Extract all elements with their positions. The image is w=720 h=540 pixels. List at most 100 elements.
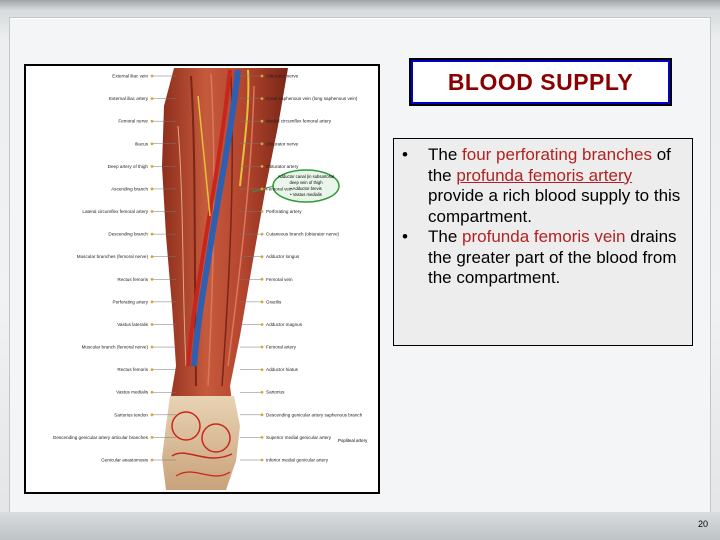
- label-marker: [150, 74, 154, 78]
- label-marker: [150, 300, 154, 304]
- figure-label-right: Descending genicular artery saphenous br…: [266, 412, 363, 417]
- bullet-2-part-1: The: [428, 227, 463, 246]
- bullet-1-highlight: four perforating branches: [462, 145, 652, 164]
- callout-text-2: deep vein of thigh: [289, 180, 323, 185]
- femoral-artery: [186, 69, 232, 367]
- bullet-2-part-3: drains the greater part of the blood fro…: [428, 227, 677, 287]
- bullet-2-highlight: profunda femoris vein: [462, 227, 626, 246]
- figure-label-left: Iliacus: [135, 141, 149, 146]
- figure-label-left: Rectus femoris: [117, 367, 148, 372]
- figure-label-left: Femoral nerve: [118, 119, 148, 124]
- figure-label-left: Muscular branch (femoral nerve): [82, 345, 149, 350]
- bullet-text-1: The four perforating branches of the pro…: [428, 145, 686, 227]
- figure-label-left: Perforating artery: [113, 299, 149, 304]
- figure-label-left: Rectus femoris: [117, 277, 148, 282]
- page-number: 20: [697, 519, 708, 529]
- anatomy-figure: Adductor canal (in subsartorial deep vei…: [24, 64, 380, 494]
- figure-label-right: Cutaneous branch (obturator nerve): [266, 232, 340, 237]
- footer-band: [0, 512, 720, 540]
- knee: [162, 396, 240, 490]
- label-marker: [260, 187, 264, 191]
- figure-label-right: Sartorius: [266, 390, 285, 395]
- label-marker: [150, 390, 154, 394]
- figure-label-right: Obturator nerve: [266, 141, 299, 146]
- label-marker: [260, 436, 264, 439]
- title-box: BLOOD SUPPLY: [409, 58, 672, 106]
- bullet-text-2: The profunda femoris vein drains the gre…: [428, 227, 686, 289]
- femoral-vein: [191, 69, 241, 367]
- figure-label-left: Descending branch: [108, 232, 148, 237]
- label-marker: [150, 345, 154, 349]
- label-marker: [150, 255, 154, 259]
- figure-label-right: Obturator nerve: [266, 74, 299, 79]
- callout-text-4: • Vastus medialis: [290, 192, 322, 197]
- label-marker: [150, 164, 154, 168]
- label-marker: [260, 74, 264, 78]
- label-marker: [150, 368, 154, 372]
- label-marker: [260, 413, 264, 417]
- figure-label-left: Vastus lateralis: [117, 322, 149, 327]
- bullet-item-1: • The four perforating branches of the p…: [402, 145, 686, 227]
- bullet-dot: •: [402, 145, 408, 164]
- figure-label-left: Ascending branch: [111, 186, 148, 191]
- bullet-dot: •: [402, 227, 408, 246]
- figure-label-left: Muscular branches (femoral nerve): [77, 254, 149, 259]
- label-marker: [260, 345, 264, 349]
- figure-label-left: Sartorius tendon: [114, 412, 148, 417]
- figure-label-right: Femoral artery: [266, 345, 297, 350]
- figure-label-right: Medial circumflex femoral artery: [266, 119, 332, 124]
- bullet-1-part-5: provide a rich blood supply to this comp…: [428, 186, 681, 226]
- figure-label-right: Perforating artery: [266, 209, 302, 214]
- label-marker: [260, 300, 264, 304]
- figure-label-right: Inferior medial genicular artery: [266, 458, 329, 463]
- figure-label-right: Great saphenous vein (long saphenous vei…: [266, 96, 358, 101]
- label-marker: [260, 368, 264, 372]
- figure-label-right: Adductor hiatus: [266, 367, 299, 372]
- label-marker: [260, 323, 264, 326]
- label-popliteal-artery: Popliteal artery: [338, 438, 368, 443]
- figure-label-right: Femoral vein: [266, 277, 293, 282]
- figure-label-right: Adductor longus: [266, 254, 300, 259]
- label-marker: [260, 277, 264, 281]
- label-marker: [150, 277, 154, 281]
- figure-label-left: Vastus medialis: [116, 390, 149, 395]
- label-marker: [260, 390, 264, 394]
- figure-label-right: Gracilis: [266, 299, 282, 304]
- figure-label-left: External iliac artery: [109, 96, 149, 101]
- figure-label-left: External iliac vein: [112, 74, 148, 79]
- figure-label-left: Descending genicular artery articular br…: [53, 435, 149, 440]
- label-marker: [150, 436, 154, 439]
- figure-label-right: Obturator artery: [266, 164, 299, 169]
- figure-label-left: Genicular anastomosis: [101, 458, 148, 463]
- label-marker: [260, 119, 264, 123]
- label-marker: [260, 142, 264, 146]
- figure-label-right: Femoral vein: [266, 186, 293, 191]
- label-marker: [150, 323, 154, 326]
- label-marker: [150, 142, 154, 146]
- figure-label-left: Lateral circumflex femoral artery: [82, 209, 148, 214]
- callout-text-3: • Adductor brevis: [290, 186, 322, 191]
- label-marker: [150, 413, 154, 417]
- slide-title: BLOOD SUPPLY: [411, 60, 670, 104]
- label-marker: [150, 187, 154, 191]
- bullet-text-box: • The four perforating branches of the p…: [393, 138, 693, 346]
- label-marker: [260, 458, 264, 462]
- figure-label-right: Adductor magnus: [266, 322, 303, 327]
- label-marker: [150, 458, 154, 462]
- bullet-item-2: • The profunda femoris vein drains the g…: [402, 227, 686, 289]
- thigh-illustration: Adductor canal (in subsartorial deep vei…: [53, 68, 368, 490]
- label-marker: [150, 119, 154, 123]
- callout-text-1: Adductor canal (in subsartorial: [278, 174, 335, 179]
- figure-label-right: Superior medial genicular artery: [266, 435, 332, 440]
- label-marker: [260, 232, 264, 236]
- label-marker: [150, 97, 154, 100]
- label-marker: [260, 97, 264, 100]
- bullet-1-part-1: The: [428, 145, 463, 164]
- bullet-1-link-profunda-femoris-artery[interactable]: profunda femoris artery: [456, 165, 633, 185]
- label-marker: [260, 164, 264, 168]
- bullet-1-part-3: of the: [428, 145, 671, 185]
- label-marker: [260, 255, 264, 259]
- label-marker: [260, 210, 264, 213]
